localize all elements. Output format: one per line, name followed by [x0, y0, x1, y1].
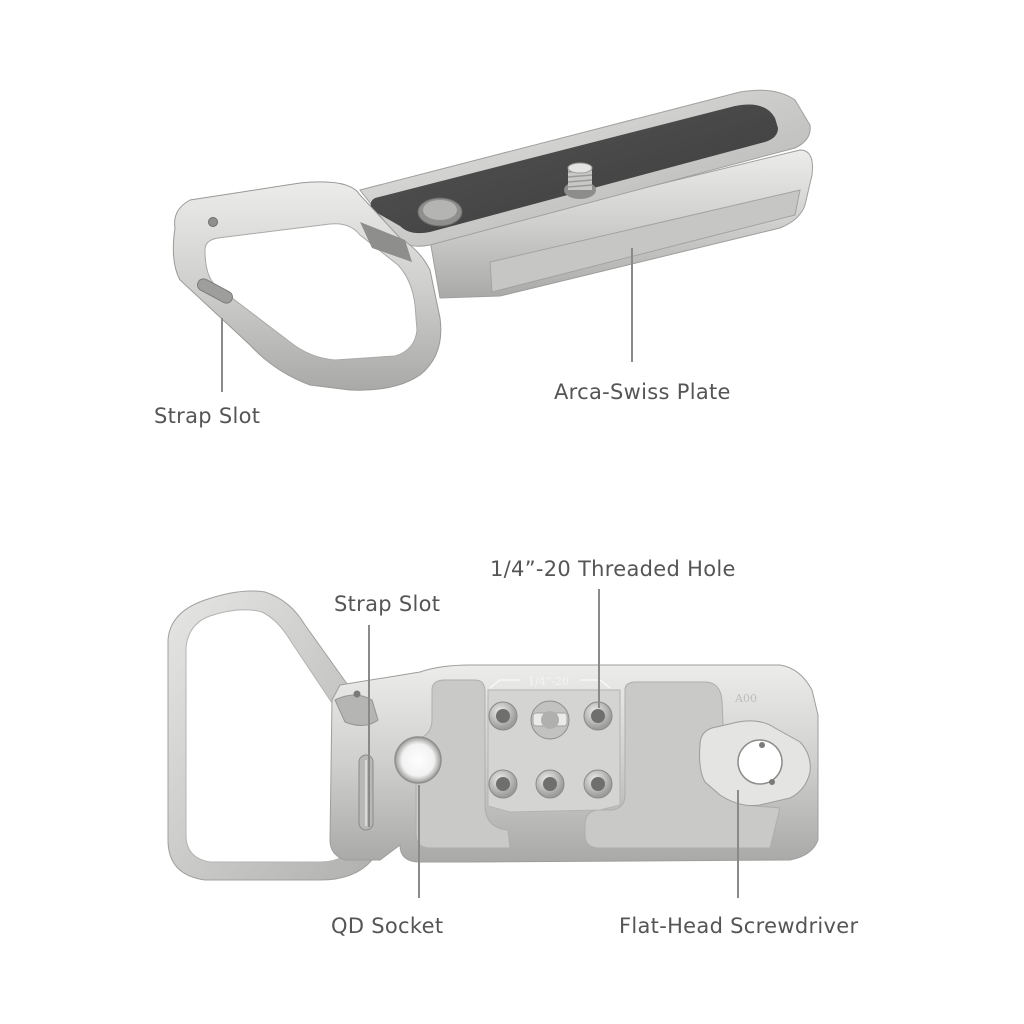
leader-qd-socket — [418, 785, 420, 898]
callout-threaded-hole: 1/4”-20 Threaded Hole — [490, 557, 736, 581]
top-grip-opening — [204, 223, 418, 361]
top-strap-slot — [197, 278, 233, 304]
callout-qd-socket: QD Socket — [331, 914, 444, 938]
top-hinge — [360, 222, 412, 262]
bottom-grip-opening — [185, 609, 353, 863]
callout-flat-head-screwdriver: Flat-Head Screwdriver — [619, 914, 859, 938]
qd-socket — [394, 736, 442, 784]
leader-flat-head-screwdriver — [737, 790, 739, 898]
model-code-engraving: A00 — [735, 692, 757, 705]
leader-top-strap-slot — [221, 318, 223, 392]
callout-arca-swiss-plate: Arca-Swiss Plate — [554, 380, 731, 404]
callout-bottom-strap-slot: Strap Slot — [334, 592, 441, 616]
right-recess — [584, 681, 781, 849]
thread-size-engraving: 1/4”-20 — [528, 675, 570, 688]
camera-screw — [564, 162, 596, 199]
leader-arca-swiss-plate — [631, 248, 633, 362]
threaded-holes — [488, 701, 613, 799]
flat-head-screwdriver — [699, 720, 811, 806]
leader-threaded-hole — [598, 589, 600, 708]
arca-rail-groove — [489, 189, 801, 293]
leader-bottom-strap-slot — [368, 625, 370, 827]
callout-top-strap-slot: Strap Slot — [154, 404, 261, 428]
central-screw — [530, 700, 570, 740]
